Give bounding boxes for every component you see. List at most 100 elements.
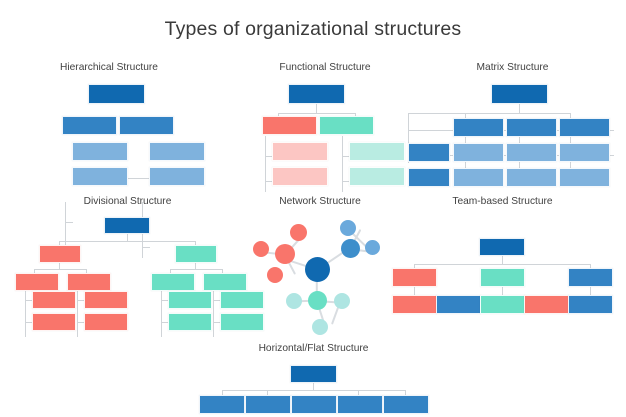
connector	[213, 322, 220, 323]
diagram-label-divisional: Divisional Structure	[83, 196, 172, 207]
diagram-label-network: Network Structure	[279, 196, 361, 207]
connector	[265, 136, 266, 192]
org-box-row-head	[408, 168, 450, 187]
connector	[342, 136, 343, 192]
org-box-flat-unit	[337, 395, 383, 414]
connector	[161, 300, 168, 301]
connector	[161, 322, 168, 323]
connector	[408, 113, 570, 114]
connector	[414, 264, 415, 268]
org-box-flat-unit	[291, 395, 337, 414]
network-node-hub	[305, 257, 330, 282]
network-node-blue	[340, 220, 356, 236]
org-box-subfunction	[272, 142, 328, 161]
connector	[278, 113, 279, 117]
org-box-division-leaf	[168, 313, 212, 331]
connector	[313, 383, 314, 390]
org-box-unit	[119, 116, 174, 135]
org-box-team-member	[524, 295, 569, 314]
connector	[195, 263, 196, 269]
connector	[502, 256, 503, 264]
org-box-function	[319, 116, 374, 135]
org-box-subfunction	[272, 167, 328, 186]
org-box-team-head	[392, 268, 437, 287]
org-box-matrix-cell	[453, 168, 504, 187]
org-box-subunit	[72, 167, 128, 186]
connector	[142, 247, 150, 248]
connector	[222, 390, 223, 395]
connector	[213, 300, 220, 301]
connector	[265, 181, 273, 182]
org-box-division-unit	[15, 273, 59, 291]
org-box-column-head	[506, 118, 557, 137]
connector	[222, 269, 223, 273]
org-box-matrix-cell	[559, 168, 610, 187]
org-box-division-leaf	[220, 291, 264, 309]
connector	[25, 291, 26, 337]
org-box-division-leaf	[32, 313, 76, 331]
org-box-matrix-cell	[506, 143, 557, 162]
org-box-division-unit	[67, 273, 111, 291]
org-box-team-head	[568, 268, 613, 287]
network-node-blue	[365, 240, 380, 255]
org-box-flat-unit	[199, 395, 245, 414]
org-box-division-leaf	[84, 313, 128, 331]
connector	[34, 269, 86, 270]
org-box-subunit	[149, 167, 205, 186]
connector	[195, 241, 196, 245]
diagram-divisional: Divisional Structure	[15, 196, 264, 337]
diagram-label-horizontal-flat: Horizontal/Flat Structure	[258, 343, 369, 354]
org-box-unit	[62, 116, 117, 135]
network-node-mint	[334, 293, 350, 309]
connector	[86, 269, 87, 273]
connector	[127, 234, 128, 241]
connector	[590, 287, 591, 295]
org-box-root	[491, 84, 548, 104]
org-box-subunit	[72, 142, 128, 161]
network-node-mint-hub	[308, 291, 327, 310]
org-box-column-head	[453, 118, 504, 137]
connector	[278, 113, 355, 114]
network-node-red-hub	[275, 244, 295, 264]
network-node-mint	[312, 319, 328, 335]
connector	[342, 156, 350, 157]
org-box-root	[479, 238, 525, 256]
org-box-team-member	[568, 295, 613, 314]
diagram-functional: Functional Structure	[240, 62, 410, 192]
org-box-team-member	[436, 295, 481, 314]
org-box-column-head	[559, 118, 610, 137]
network-node-red	[267, 267, 283, 283]
connector	[519, 104, 520, 113]
connector	[408, 113, 409, 163]
connector	[414, 287, 415, 295]
connector	[59, 241, 195, 242]
connector	[267, 390, 268, 395]
org-box-subfunction	[349, 142, 405, 161]
org-box-function	[262, 116, 317, 135]
org-box-root	[290, 365, 337, 383]
diagram-horizontal-flat: Horizontal/Flat Structure	[186, 343, 441, 415]
diagram-network: Network Structure	[245, 196, 395, 336]
org-box-root	[288, 84, 345, 104]
org-box-matrix-cell	[559, 143, 610, 162]
connector	[170, 269, 171, 273]
connector	[358, 390, 359, 395]
org-box-row-head	[408, 143, 450, 162]
connector	[405, 390, 406, 395]
connector	[170, 269, 222, 270]
connector	[265, 156, 273, 157]
org-box-division-leaf	[84, 291, 128, 309]
network-node-blue-hub	[341, 239, 360, 258]
org-box-matrix-cell	[453, 143, 504, 162]
network-node-red	[253, 241, 269, 257]
org-box-subunit	[149, 142, 205, 161]
org-box-flat-unit	[245, 395, 291, 414]
org-box-root	[104, 217, 150, 234]
org-box-team-member	[392, 295, 437, 314]
diagram-label-matrix: Matrix Structure	[476, 62, 549, 73]
org-box-root	[88, 84, 145, 104]
connector	[65, 202, 66, 258]
connector	[161, 291, 162, 337]
connector	[465, 113, 466, 118]
